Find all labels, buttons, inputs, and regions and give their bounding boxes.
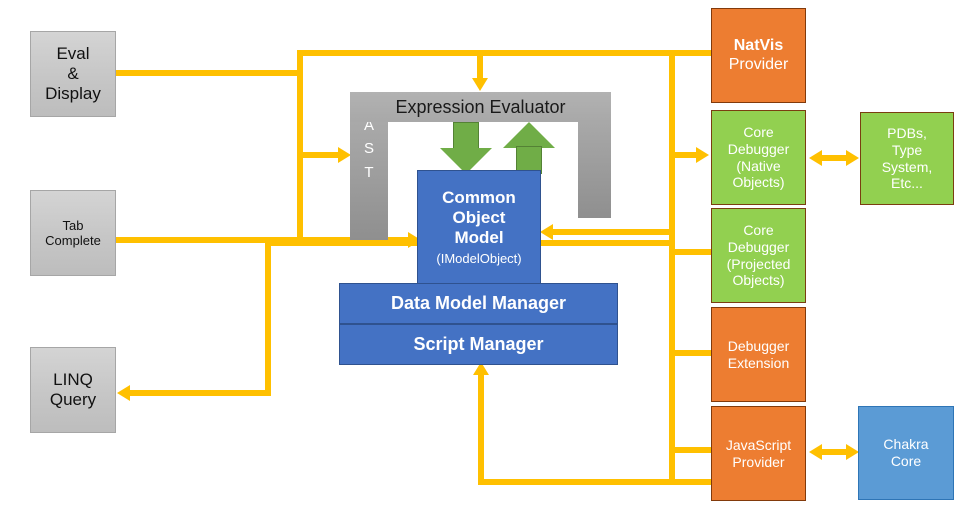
arrow-js-chakra-left [809, 444, 822, 460]
provider-javascript[interactable]: JavaScript Provider [711, 406, 806, 501]
connector-into-com-left [265, 237, 413, 243]
core-projected-line-1: Core [743, 222, 774, 239]
chakra-line-2: Core [890, 453, 922, 469]
arrow-js-chakra-right [846, 444, 859, 460]
connector-to-core-native [669, 152, 697, 158]
natvis-line-1: NatVis [733, 36, 784, 54]
core-projected-line-2: Debugger [727, 238, 790, 255]
connector-to-core-projected [669, 249, 713, 255]
ast-letter-a: A [363, 117, 374, 134]
arrow-into-com-right [540, 224, 553, 240]
linq-query-line-2: Query [49, 390, 97, 409]
connector-top-rail-down [477, 50, 483, 80]
connector-eval-display-out [116, 70, 303, 76]
connector-top-rail [297, 50, 675, 56]
pdbs-line-3: System, [881, 158, 933, 175]
arrow-into-linq [117, 385, 130, 401]
arrow-into-script-manager [473, 362, 489, 375]
connector-to-javascript-provider [669, 447, 713, 453]
connector-right-bus-vertical-2 [669, 246, 675, 481]
provider-core-debugger-projected[interactable]: Core Debugger (Projected Objects) [711, 208, 806, 303]
eval-display-line-2: & [67, 63, 79, 83]
chakra-line-1: Chakra [883, 436, 929, 453]
provider-debugger-extension[interactable]: Debugger Extension [711, 307, 806, 402]
script-manager-label: Script Manager [413, 333, 544, 354]
connector-to-natvis [669, 50, 713, 56]
core-projected-line-4: Objects) [732, 272, 785, 289]
green-arrow-up-to-evaluator [503, 122, 555, 174]
connector-to-linq [130, 390, 271, 396]
tab-complete-line-1: Tab [62, 217, 84, 233]
arrow-core-native-pdbs-right [846, 150, 859, 166]
connector-linq-bus-vertical [265, 240, 271, 393]
expression-evaluator-bar: Expression Evaluator [350, 92, 611, 122]
com-line-3: Model [454, 228, 504, 248]
com-subtitle: (IModelObject) [436, 251, 522, 267]
connector-left-bus-vertical [297, 50, 303, 241]
ast-letter-s: S [363, 140, 374, 158]
pdbs-line-4: Etc... [891, 175, 923, 192]
core-native-line-3: (Native [736, 157, 781, 174]
consumer-linq-query[interactable]: LINQ Query [30, 347, 116, 433]
core-projected-line-3: (Projected [726, 255, 791, 272]
expression-evaluator-title: Expression Evaluator [395, 96, 566, 117]
natvis-line-2: Provider [728, 55, 789, 73]
arrow-into-core-native [696, 147, 709, 163]
common-object-model-box[interactable]: Common Object Model (IModelObject) [417, 170, 541, 285]
arrow-core-native-pdbs-left [809, 150, 822, 166]
core-native-line-1: Core [743, 124, 774, 141]
core-native-line-2: Debugger [727, 140, 790, 157]
arrow-into-expression-evaluator [472, 78, 488, 91]
connector-js-chakra [822, 449, 848, 455]
javascript-provider-line-1: JavaScript [725, 436, 792, 453]
data-model-manager-box[interactable]: Data Model Manager [339, 283, 618, 324]
connector-to-ast [297, 152, 340, 158]
core-native-line-4: Objects) [732, 174, 785, 191]
javascript-provider-line-2: Provider [732, 453, 785, 470]
pdbs-line-1: PDBs, [887, 125, 927, 142]
debugger-extension-line-2: Extension [727, 354, 790, 371]
provider-natvis[interactable]: NatVis Provider [711, 8, 806, 103]
connector-right-bus-vertical [669, 50, 675, 240]
consumer-eval-display[interactable]: Eval & Display [30, 31, 116, 117]
connector-tab-complete-out [116, 237, 303, 243]
connector-js-to-script-horizontal [478, 479, 714, 485]
ast-letter-t: T [364, 163, 374, 181]
backend-pdbs-type-system[interactable]: PDBs, Type System, Etc... [860, 112, 954, 205]
data-model-manager-label: Data Model Manager [390, 292, 567, 313]
tab-complete-line-2: Complete [45, 233, 101, 248]
eval-display-line-3: Display [45, 84, 101, 104]
eval-display-line-1: Eval [56, 43, 90, 63]
arrow-into-ast [338, 147, 351, 163]
green-arrow-down-to-com [440, 122, 492, 174]
debugger-extension-line-1: Debugger [727, 337, 790, 354]
connector-js-to-script-vertical [478, 375, 484, 485]
provider-core-debugger-native[interactable]: Core Debugger (Native Objects) [711, 110, 806, 205]
connector-to-debugger-extension [669, 350, 713, 356]
linq-query-line-1: LINQ [53, 369, 93, 389]
connector-right-rail-to-com [553, 229, 675, 235]
consumer-tab-complete[interactable]: Tab Complete [30, 190, 116, 276]
script-manager-box[interactable]: Script Manager [339, 324, 618, 365]
backend-chakra-core[interactable]: Chakra Core [858, 406, 954, 500]
pdbs-line-2: Type [891, 141, 923, 158]
connector-core-native-pdbs [822, 155, 848, 161]
com-line-1: Common [442, 188, 516, 208]
com-line-2: Object [452, 208, 506, 228]
